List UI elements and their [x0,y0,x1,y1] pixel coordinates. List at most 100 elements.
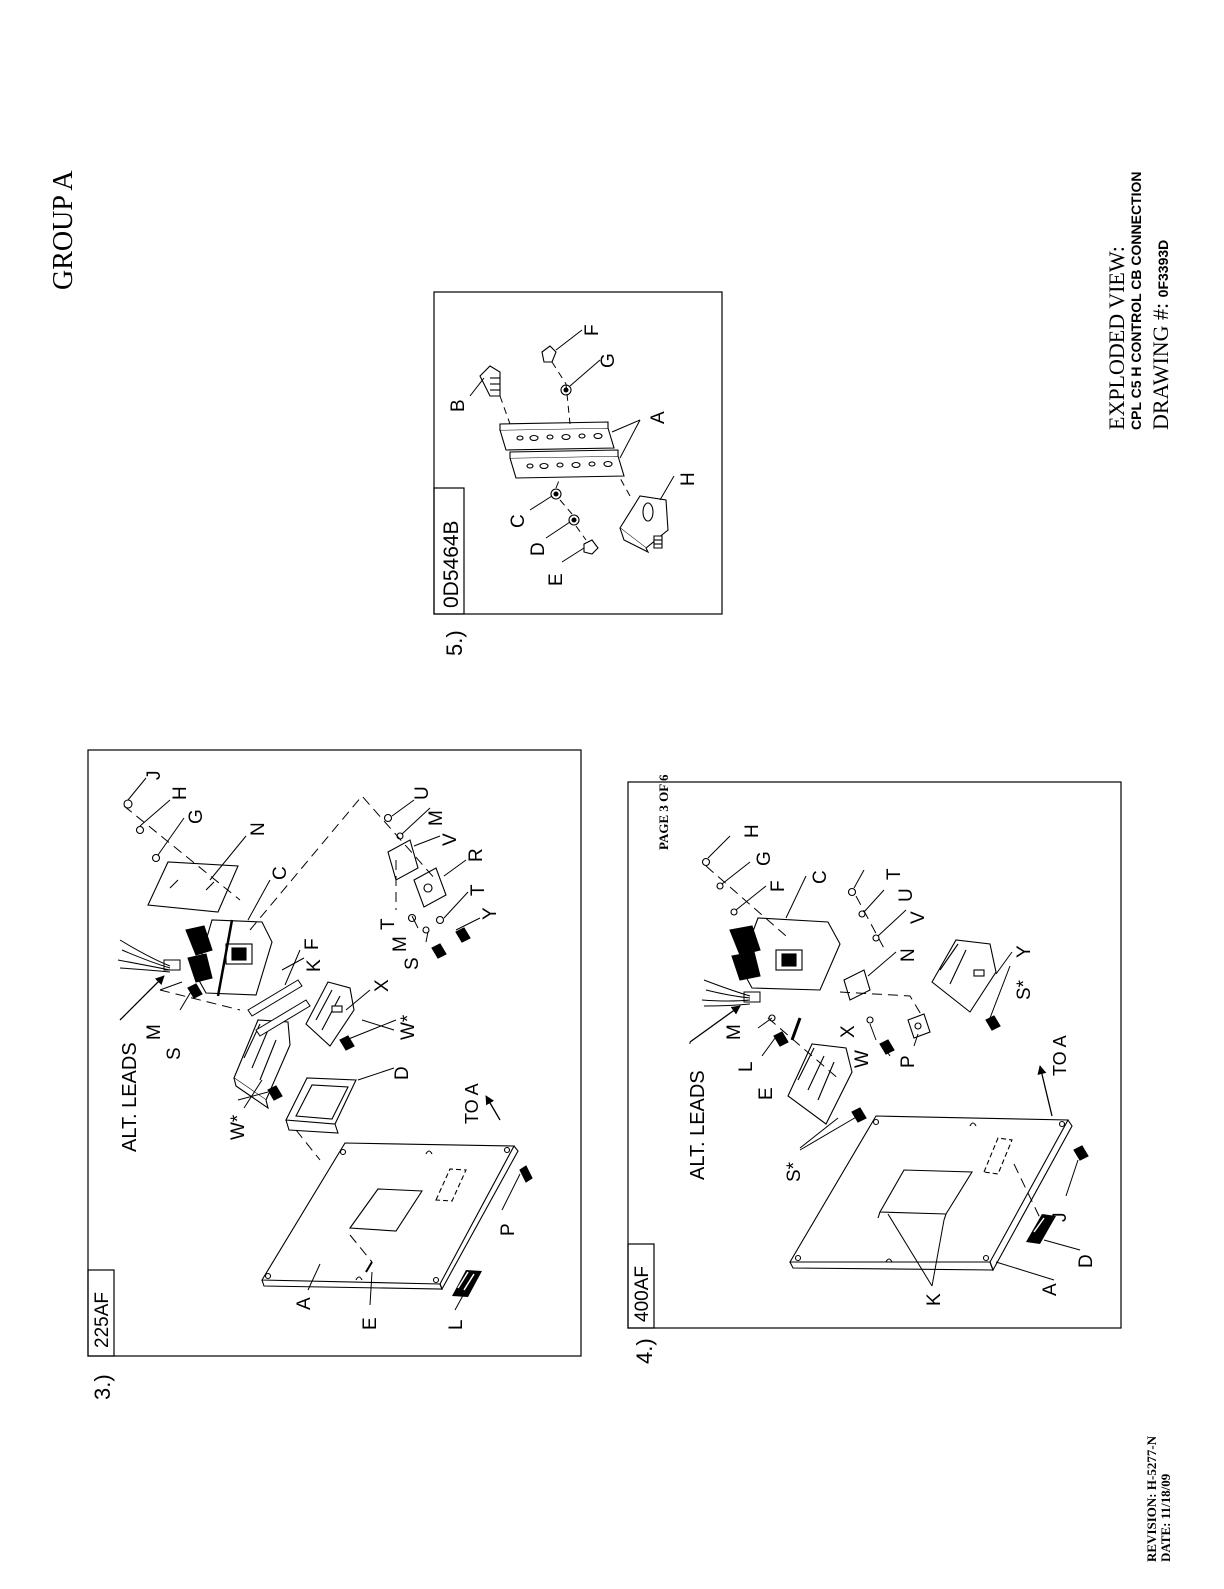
part-wire-leads [118,940,180,972]
callout-400-C: C [810,870,831,884]
callout-400-D: D [1076,1254,1097,1268]
revision-date: DATE: 11/18/09 [1158,1473,1173,1562]
callout-E: E [360,1317,381,1330]
drawing-number: 0F3393D [1155,240,1171,298]
callout-400-T: T [884,868,905,880]
panel-400af-dash-lines [706,866,1040,1218]
callout-M3: M [390,936,411,952]
title-line1: EXPLODED VIEW: [1104,246,1129,430]
panel-0d5464b-tag: 0D5464B [440,520,463,608]
panel-225af-callouts: J H G N C F K X W* D W* M S P A E L U M … [144,771,519,1331]
callout-5-A: A [648,411,669,424]
callout-400-J: J [1050,1213,1071,1223]
panel-400af-tag: 400AF [632,1266,653,1322]
drawing-number-label: DRAWING #: [1148,297,1173,430]
panel-400af-alt-leads: ALT. LEADS [687,1070,709,1180]
callout-400-S1: S* [784,1161,805,1182]
callout-U: U [412,786,433,800]
part-plate-400 [790,1116,1072,1270]
panel-400af-index: 4.) [632,1338,657,1364]
revision-block: REVISION: H-5277-N DATE: 11/18/09 [1144,1435,1173,1562]
callout-400-E: E [756,1087,777,1100]
callout-400-W: W [852,1050,873,1068]
part-terminal-block-s1 [788,1044,852,1124]
callout-H: H [170,786,191,800]
panel-400af-to-a: TO A [1050,1035,1070,1076]
panel-0d5464b: 0D5464B 5.) [434,292,722,656]
panel-400af-leaders [708,836,1080,1286]
callout-5-E: E [546,573,567,586]
callout-5-F: F [582,324,603,336]
callout-T1: T [378,918,399,930]
alt-leads-arrow [120,976,164,1020]
panel-400af: 400AF 4.) [628,782,1121,1364]
callout-400-U: U [896,888,917,902]
to-a-arrow [486,1096,500,1120]
callout-W1: W* [228,1114,249,1140]
drawing-number-line: DRAWING #: 0F3393D [1148,240,1173,430]
callout-N: N [248,822,269,836]
panel-225af-alt-leads: ALT. LEADS [119,1042,141,1152]
callout-5-D: D [528,542,549,556]
part-hardware-400 [703,859,1089,1161]
part-lug-block [620,496,668,552]
callout-K: K [304,959,325,972]
panel-225af-to-a: TO A [462,1083,482,1124]
part-frame-d [286,1078,356,1133]
callout-5-H: H [678,472,699,486]
title-block: EXPLODED VIEW: CPL C5 H CONTROL CB CONNE… [1104,172,1173,431]
callout-C: C [270,866,291,880]
panel-225af-index: 3.) [90,1374,115,1400]
callout-L: L [446,1319,467,1330]
callout-M2: M [426,810,447,826]
callout-400-X: X [838,1025,859,1038]
callout-400-Y: Y [1014,945,1035,958]
callout-S1: S [164,1047,185,1060]
revision-text: REVISION: H-5277-N [1144,1435,1159,1562]
callout-400-S2: S* [1014,979,1035,1000]
title-line2: CPL C5 H CONTROL CB CONNECTION [1128,172,1144,431]
callout-5-G: G [598,353,619,368]
callout-T2: T [468,884,489,896]
callout-400-F: F [768,880,789,892]
callout-400-A: A [1040,1283,1061,1296]
callout-X: X [372,979,393,992]
group-title: GROUP A [48,170,79,290]
callout-400-M: M [724,1024,745,1040]
callout-400-K: K [924,1293,945,1306]
panel-225af: 225AF 3.) [88,750,581,1400]
panel-0d5464b-index: 5.) [442,630,467,656]
callout-D: D [392,1066,413,1080]
callout-400-V: V [908,911,929,924]
callout-F: F [302,938,323,950]
callout-400-L: L [736,1061,757,1072]
part-plate [262,1143,518,1289]
page-number: PAGE 3 OF 6 [656,774,671,850]
callout-P: P [498,1223,519,1236]
panel-400af-frame [628,782,1121,1328]
part-nameplate [452,1270,482,1297]
part-bus-bars [500,422,624,478]
callout-A: A [294,1297,315,1310]
callout-5-C: C [508,514,529,528]
part-breaker-c-400 [730,918,840,1040]
callout-400-N: N [898,948,919,962]
part-breaker-c [186,920,272,996]
panel-225af-frame [88,750,581,1356]
callout-Y: Y [480,907,501,920]
callout-400-H: H [742,824,763,838]
callout-400-G: G [754,851,775,866]
callout-M1: M [144,1024,165,1040]
callout-R: R [466,848,487,862]
callout-G: G [186,809,207,824]
panel-225af-leaders [128,778,520,1310]
callout-J: J [144,771,165,781]
callout-V: V [440,833,461,846]
callout-W2: W* [398,1014,419,1040]
part-terminal-block-s2 [932,940,996,1012]
panel-225af-tag: 225AF [92,1292,113,1348]
callout-5-B: B [448,399,469,412]
callout-400-P: P [898,1055,919,1068]
